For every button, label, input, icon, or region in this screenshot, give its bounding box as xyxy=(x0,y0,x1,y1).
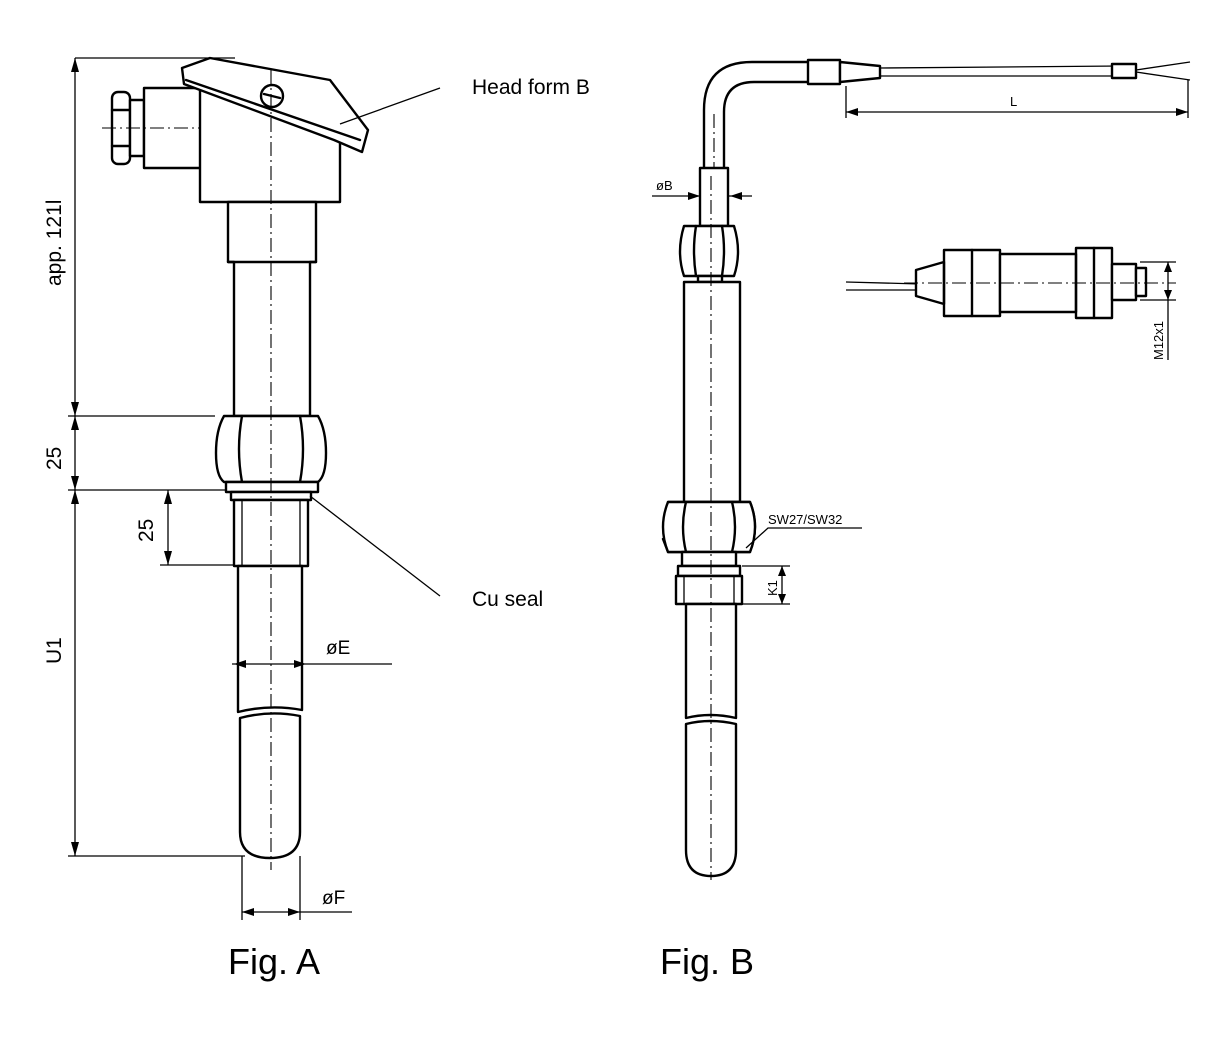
leader-head-form xyxy=(339,87,441,125)
dimension-25-outer xyxy=(68,415,230,491)
label-dim-sw: SW27/SW32 xyxy=(768,512,842,527)
thread-b xyxy=(674,564,744,606)
stem-a xyxy=(236,70,304,870)
label-dim-b: øB xyxy=(656,178,673,193)
label-head-form: Head form B xyxy=(472,76,590,99)
tube-b-upper xyxy=(682,280,742,504)
label-dim-u1: U1 xyxy=(43,637,66,664)
connection-head xyxy=(180,56,370,204)
label-cu-seal: Cu seal xyxy=(472,588,543,611)
dimension-k1 xyxy=(742,565,790,605)
label-dim-m12: M12x1 xyxy=(1151,321,1166,360)
dimension-l xyxy=(845,80,1189,118)
dimension-25-inner xyxy=(160,490,236,566)
label-dim-e: øE xyxy=(326,638,350,659)
figure-a-caption: Fig. A xyxy=(228,941,320,982)
dimension-e xyxy=(232,660,392,668)
stem-b xyxy=(684,176,738,880)
cable-gland xyxy=(102,86,214,170)
compression-fitting xyxy=(678,166,740,284)
label-dim-l: L xyxy=(1010,94,1017,109)
leader-cu-seal xyxy=(309,495,441,597)
figure-b-drawing xyxy=(652,58,1191,880)
label-dim-25-outer: 25 xyxy=(43,447,66,470)
figure-b-caption: Fig. B xyxy=(660,941,754,982)
dimension-u1 xyxy=(68,490,245,857)
dimension-f xyxy=(241,856,352,920)
hex-nut-b xyxy=(661,500,757,568)
label-dim-app: app. 121l xyxy=(43,200,66,286)
bent-sheath-tube xyxy=(702,58,1191,176)
label-dim-25-inner: 25 xyxy=(135,519,158,542)
leader-sw xyxy=(745,527,862,549)
label-dim-k1: K1 xyxy=(765,580,780,596)
figure-a-drawing xyxy=(68,56,441,920)
neck-tube xyxy=(226,200,318,418)
label-dim-f: øF xyxy=(322,888,345,909)
connector-m12 xyxy=(845,246,1176,360)
